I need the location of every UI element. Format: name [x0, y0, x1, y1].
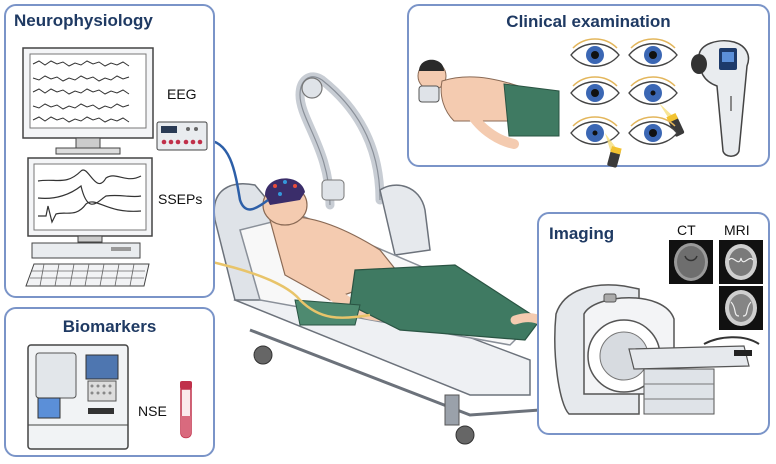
clinical-examination-title: Clinical examination: [506, 12, 671, 31]
blood-tube-icon: [180, 381, 192, 439]
penlight-icon: [659, 103, 685, 137]
mri-slice-icon: [719, 240, 763, 284]
sseps-label: SSEPs: [158, 191, 203, 207]
biomarkers-title: Biomarkers: [62, 317, 157, 336]
ct-label: CT: [677, 222, 696, 238]
eye-icon: [628, 116, 678, 145]
ssep-monitor-icon: [27, 157, 153, 243]
pupillometer-icon: [691, 40, 750, 157]
amplifier-icon: [156, 121, 208, 151]
ct-slice-icon: [669, 240, 713, 284]
eye-icon: [628, 76, 678, 105]
mri-scanner-icon: [554, 284, 760, 415]
nse-label: NSE: [138, 403, 167, 419]
clinical-examination-panel: Clinical examination: [407, 4, 770, 168]
mri-slice-icon: [719, 286, 763, 330]
imaging-title: Imaging: [549, 224, 615, 243]
biomarkers-panel: Biomarkers NSE: [4, 307, 215, 457]
mri-label: MRI: [724, 222, 750, 238]
neurophysiology-title: Neurophysiology: [14, 11, 153, 30]
keyboard-icon: [25, 263, 150, 287]
eye-icon: [570, 76, 620, 105]
penlight-icon: [605, 133, 622, 168]
eeg-label: EEG: [167, 86, 197, 102]
supine-patient-icon: [417, 59, 560, 149]
eeg-monitor-icon: [22, 47, 154, 155]
analyzer-icon: [27, 344, 129, 450]
eye-icon: [628, 38, 678, 67]
imaging-panel: Imaging CT MRI: [537, 212, 770, 435]
eye-icon: [570, 38, 620, 67]
neurophysiology-panel: Neurophysiology EEG SSEPs: [4, 4, 215, 298]
computer-tower-icon: [31, 242, 141, 259]
